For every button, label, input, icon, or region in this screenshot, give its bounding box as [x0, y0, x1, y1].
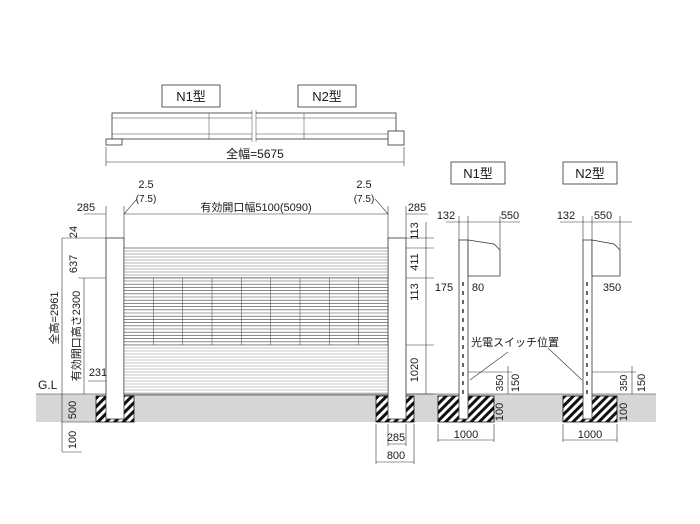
side-n2-title: N2型 [575, 166, 605, 181]
plan-overall-width: 全幅=5675 [226, 146, 284, 161]
dim-113-top: 113 [409, 222, 421, 240]
plan-type-n1: N1型 [176, 89, 206, 104]
side-n2-550: 550 [594, 210, 612, 222]
side-n2-350: 350 [619, 374, 630, 391]
post-hole [586, 390, 588, 394]
side-n2-350-top: 350 [603, 282, 621, 294]
post-hole [462, 309, 464, 313]
sensor-position-label: 光電スイッチ位置 [471, 335, 559, 349]
side-n1-175: 175 [435, 282, 453, 294]
post-hole [462, 345, 464, 349]
post-hole [586, 336, 588, 340]
post-left [105, 237, 125, 420]
opening-width: 有効開口幅5100(5090) [200, 200, 311, 214]
right-post-width: 285 [408, 202, 426, 214]
post-hole [586, 381, 588, 385]
side-n1-150: 150 [510, 374, 522, 392]
plan-post-right [387, 130, 405, 146]
bottom-800: 800 [387, 450, 405, 462]
ground-band [36, 394, 656, 422]
shutter-lower-panel [123, 344, 389, 395]
post-hole [586, 291, 588, 295]
side-n1-100: 100 [494, 403, 506, 421]
plan-label-box-n2 [297, 84, 357, 108]
post-hole [586, 345, 588, 349]
side-n2-100: 100 [618, 403, 630, 421]
side-n1-80: 80 [472, 282, 484, 294]
lower-dim-231: 231 [89, 367, 107, 379]
side-view-n2: N2型 132 550 350 光電スイッチ位置 350 150 100 100… [469, 161, 648, 442]
side-n1-title-box [450, 161, 506, 185]
dim-411: 411 [409, 253, 421, 271]
ground-level-label: G.L [38, 378, 58, 392]
side-n2-title-box [562, 161, 618, 185]
post-hole [462, 336, 464, 340]
dim-1020: 1020 [409, 358, 421, 382]
post-hole [462, 363, 464, 367]
side-n2-1000: 1000 [578, 429, 602, 441]
post-hole [586, 354, 588, 358]
post-hole [462, 354, 464, 358]
post-hole [462, 291, 464, 295]
post-hole [462, 390, 464, 394]
side-n1-head [467, 239, 501, 277]
post-hole [462, 327, 464, 331]
post-hole [586, 318, 588, 322]
side-n2-head [591, 239, 621, 277]
right-gap-alt: (7.5) [354, 194, 375, 205]
plan-view: N1型 N2型 全幅=5675 [105, 84, 405, 166]
side-view-n1: N1型 132 550 175 80 350 150 100 1000 [435, 161, 522, 442]
dim-24: 24 [68, 226, 80, 238]
post-hole [586, 309, 588, 313]
dim-637: 637 [68, 255, 80, 273]
post-hole [586, 327, 588, 331]
post-hole [462, 372, 464, 376]
post-hole [462, 318, 464, 322]
post-hole [462, 282, 464, 286]
post-hole [586, 282, 588, 286]
dim-113-mid: 113 [409, 283, 421, 301]
side-n1-title: N1型 [463, 166, 493, 181]
side-n1-550: 550 [501, 210, 519, 222]
front-view: G.L 285 2.5 (7.5) 有効開口幅5100(5090) 2.5 (7… [36, 179, 656, 464]
post-hole [462, 300, 464, 304]
right-gap: 2.5 [356, 179, 371, 191]
side-n1-132: 132 [437, 210, 455, 222]
left-gap: 2.5 [138, 179, 153, 191]
plan-post-left [105, 138, 123, 146]
plan-label-box-n1 [161, 84, 221, 108]
total-height: 全高=2961 [47, 292, 61, 345]
post-hole [462, 381, 464, 385]
post-hole [586, 372, 588, 376]
foundation-depth-100: 100 [67, 431, 79, 449]
bottom-285: 285 [387, 432, 405, 444]
side-n1-1000: 1000 [454, 429, 478, 441]
side-n2-150: 150 [636, 374, 648, 392]
side-n2-132: 132 [557, 210, 575, 222]
left-gap-alt: (7.5) [136, 194, 157, 205]
post-hole [586, 300, 588, 304]
left-post-width: 285 [77, 202, 95, 214]
post-right [387, 237, 407, 420]
foundation-depth-500: 500 [67, 401, 79, 419]
plan-type-n2: N2型 [312, 89, 342, 104]
opening-height: 有効開口高さ2300 [69, 291, 83, 381]
side-n1-350: 350 [495, 374, 506, 391]
post-hole [586, 363, 588, 367]
